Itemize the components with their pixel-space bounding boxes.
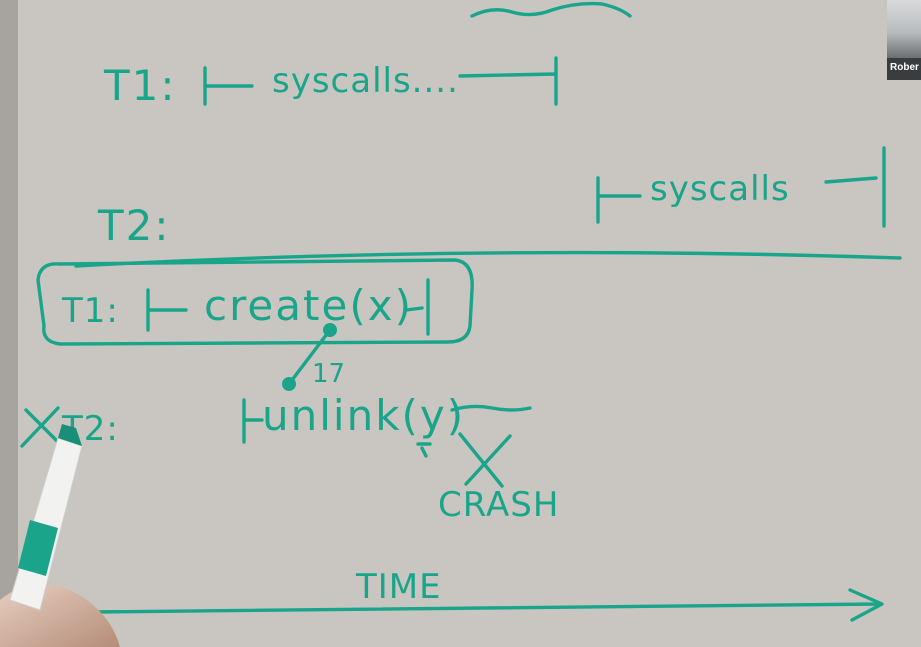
create-call-label: create(x) bbox=[204, 281, 413, 330]
create-box bbox=[36, 258, 474, 346]
participant-video-tile[interactable]: Rober bbox=[887, 0, 921, 80]
participant-video-feed bbox=[887, 0, 921, 58]
row2-start-tick bbox=[596, 176, 642, 224]
row1-interval-line bbox=[458, 56, 558, 106]
crash-label: CRASH bbox=[438, 485, 559, 525]
unlink-underline-mark bbox=[416, 442, 432, 458]
boxed-thread-label: T1: bbox=[61, 291, 119, 331]
unlink-call-label: unlink(y) bbox=[262, 391, 465, 440]
dependency-line bbox=[287, 328, 332, 386]
crash-x-mark bbox=[458, 432, 512, 488]
create-end-tick bbox=[404, 278, 430, 336]
row1-start-tick bbox=[203, 66, 254, 106]
row1-syscalls-label: syscalls.... bbox=[272, 61, 459, 101]
separator-line bbox=[74, 250, 902, 268]
row2-thread-label: T2: bbox=[97, 201, 171, 250]
top-squiggle bbox=[470, 1, 632, 18]
unlink-tail-line bbox=[450, 404, 532, 412]
row4-thread-label: T2: bbox=[61, 409, 119, 449]
time-axis-label: TIME bbox=[355, 567, 442, 607]
participant-name: Rober bbox=[890, 62, 919, 73]
annotation-number: 17 bbox=[312, 359, 345, 389]
row2-interval-line bbox=[824, 146, 886, 228]
row1-thread-label: T1: bbox=[103, 61, 177, 110]
row2-syscalls-label: syscalls bbox=[650, 169, 790, 209]
create-start-tick bbox=[146, 288, 188, 332]
time-axis-arrow bbox=[90, 588, 884, 622]
unlink-start-tick bbox=[242, 398, 264, 444]
